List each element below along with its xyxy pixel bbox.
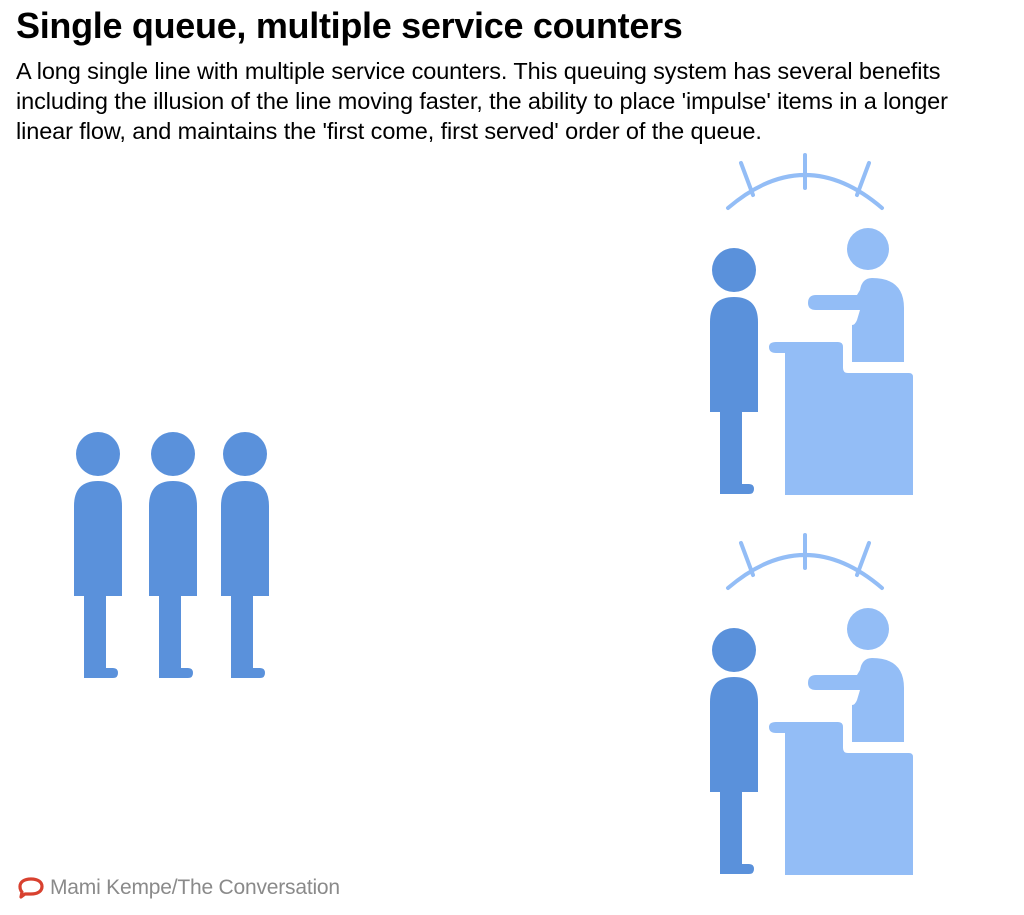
speech-bubble-icon [18, 877, 44, 899]
credit: Mami Kempe/The Conversation [18, 876, 340, 900]
page-title: Single queue, multiple service counters [16, 5, 683, 46]
person-icon [149, 432, 197, 678]
person-icon [221, 432, 269, 678]
service-counter-icon [710, 155, 913, 495]
person-icon [74, 432, 122, 678]
service-counter-icon [710, 535, 913, 875]
description: A long single line with multiple service… [16, 58, 948, 144]
queue-people [74, 432, 269, 678]
credit-text: Mami Kempe/The Conversation [50, 876, 340, 899]
